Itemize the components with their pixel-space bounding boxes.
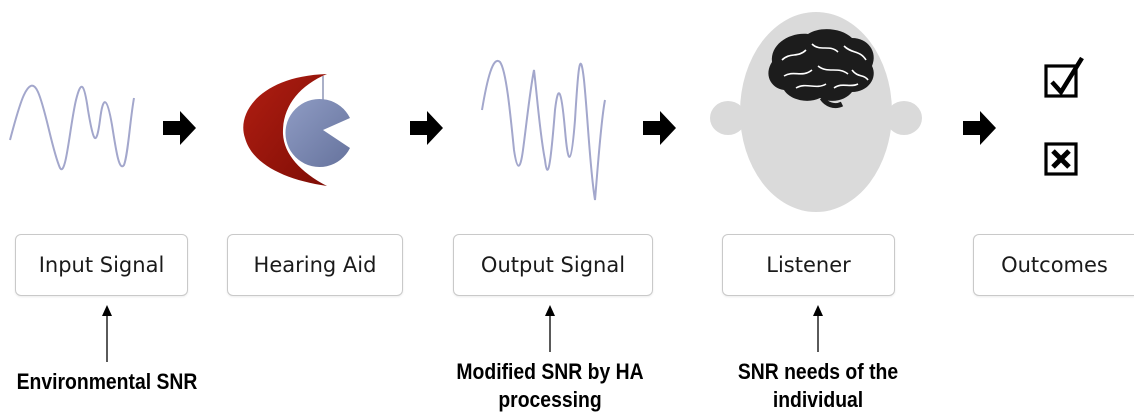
stage-listener: Listener bbox=[722, 234, 895, 296]
stage-output-signal: Output Signal bbox=[453, 234, 653, 296]
stage-label: Outcomes bbox=[1001, 253, 1108, 277]
stage-label: Hearing Aid bbox=[253, 253, 377, 277]
output-waveform-icon bbox=[481, 59, 606, 201]
flow-arrow-icon bbox=[643, 111, 676, 145]
stage-input-signal: Input Signal bbox=[15, 234, 188, 296]
annotation-line-2: processing bbox=[498, 387, 602, 412]
annotation-pointer bbox=[813, 305, 823, 352]
checkbox-checked-icon bbox=[1044, 56, 1084, 98]
annotation-snr-needs: SNR needs of the individual bbox=[721, 358, 915, 414]
flow-arrow-icon bbox=[410, 111, 443, 145]
annotation-line-1: Modified SNR by HA bbox=[456, 359, 644, 384]
input-waveform-icon bbox=[9, 84, 135, 171]
hearing-aid-icon bbox=[243, 74, 350, 186]
stage-label: Input Signal bbox=[38, 253, 165, 277]
annotation-line-2: individual bbox=[772, 387, 864, 412]
annotation-modified-snr: Modified SNR by HA processing bbox=[443, 358, 658, 414]
stage-label: Output Signal bbox=[480, 253, 626, 277]
annotation-environmental-snr: Environmental SNR bbox=[13, 368, 201, 396]
brain-icon bbox=[768, 29, 874, 109]
flow-arrow-icon bbox=[963, 111, 996, 145]
annotation-text: Environmental SNR bbox=[16, 369, 198, 394]
stage-outcomes: Outcomes bbox=[973, 234, 1134, 296]
flow-arrow-icon bbox=[163, 111, 196, 145]
annotation-line-1: SNR needs of the bbox=[737, 359, 899, 384]
stage-label: Listener bbox=[766, 253, 851, 277]
annotation-pointer bbox=[102, 305, 112, 362]
stage-hearing-aid: Hearing Aid bbox=[227, 234, 403, 296]
annotation-pointer bbox=[545, 305, 555, 352]
checkbox-crossed-icon bbox=[1044, 142, 1078, 176]
